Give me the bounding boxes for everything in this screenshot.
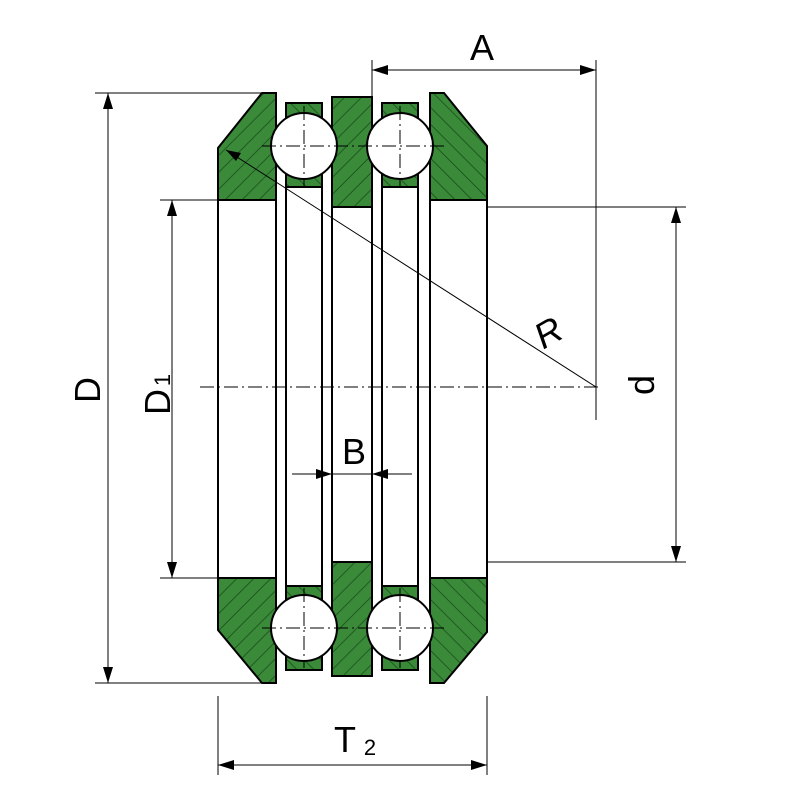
dimension-T2: T 2: [217, 696, 488, 775]
label-B: B: [342, 431, 366, 472]
dimension-B: B: [292, 431, 412, 479]
left-housing-washer-bottom: [217, 577, 277, 684]
bottom-section: [217, 561, 488, 684]
label-T2-main: T: [334, 719, 356, 760]
dimension-A: A: [371, 27, 597, 420]
dimension-D: D: [67, 92, 262, 684]
top-section: [217, 92, 488, 208]
right-housing-washer-bottom: [429, 577, 488, 684]
label-T2-sub: 2: [364, 735, 376, 760]
label-R: R: [527, 308, 570, 357]
label-A: A: [470, 27, 494, 68]
dimension-D1: D 1: [137, 199, 218, 579]
label-D1-sub: 1: [150, 374, 175, 386]
dimension-d: d: [487, 206, 686, 563]
label-D: D: [67, 377, 108, 403]
center-shaft-washer-bottom: [331, 561, 373, 677]
center-shaft-washer-top: [331, 96, 373, 208]
label-d: d: [621, 375, 662, 395]
label-D1-main: D: [137, 389, 178, 415]
right-housing-washer-top: [429, 92, 488, 201]
